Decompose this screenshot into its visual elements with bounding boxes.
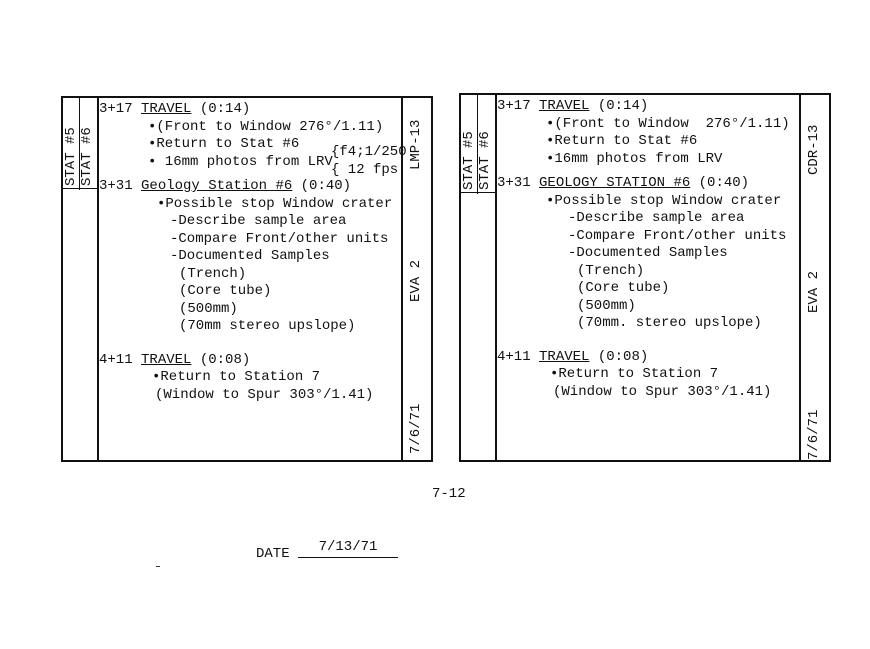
checklist-section: 4+11 TRAVEL (0:08)•Return to Station 7(W… <box>99 352 401 405</box>
checklist-section: 3+31 GEOLOGY STATION #6 (0:40)•Possible … <box>497 175 799 333</box>
checklist-content: 3+17 TRAVEL (0:14)•(Front to Window 276°… <box>497 98 799 408</box>
section-duration: (0:40) <box>292 178 352 194</box>
checklist-section: 3+31 Geology Station #6 (0:40)•Possible … <box>99 178 401 336</box>
photo-note-line: { 12 fps <box>331 161 399 178</box>
checklist-item: -Describe sample area <box>568 210 745 226</box>
elapsed-time: 3+31 <box>497 175 540 191</box>
checklist-item: -Compare Front/other units <box>170 230 389 247</box>
stat-6-label: STAT #6 <box>79 127 95 186</box>
checklist-item: (500mm) <box>179 300 238 317</box>
section-title: TRAVEL <box>539 98 590 114</box>
checklist-content: 3+17 TRAVEL (0:14)•(Front to Window 276°… <box>99 101 401 411</box>
section-title: TRAVEL <box>141 101 192 117</box>
checklist-item: (Core tube) <box>577 280 670 296</box>
checklist-item: (70mm. stereo upslope) <box>577 315 762 331</box>
section-title: Geology Station #6 <box>141 178 293 194</box>
section-duration: (0:40) <box>690 175 750 191</box>
date-label: DATE <box>256 546 290 562</box>
checklist-item: -Documented Samples <box>170 248 330 264</box>
crew-label: LMP-13 <box>408 119 424 170</box>
station-strip: STAT #5 STAT #6 <box>63 98 99 460</box>
checklist-item: •(Front to Window 276°/1.11) <box>148 118 384 135</box>
checklist-item: -Describe sample area <box>170 213 347 229</box>
checklist-item: -Compare Front/other units <box>568 227 787 244</box>
scan-mark <box>156 566 160 567</box>
elapsed-time: 3+17 <box>99 101 142 117</box>
eva-label: EVA 2 <box>806 270 822 313</box>
stat-5-label: STAT #5 <box>461 131 477 190</box>
section-title: TRAVEL <box>141 351 192 368</box>
checklist-section: 4+11 TRAVEL (0:08)•Return to Station 7(W… <box>497 349 799 402</box>
checklist-item: •Return to Station 7 <box>550 366 719 382</box>
checklist-card-cdr: STAT #5 STAT #6 3+17 TRAVEL (0:14)•(Fron… <box>459 93 831 462</box>
section-header: 3+31 Geology Station #6 (0:40) <box>99 178 401 196</box>
date-value: 7/13/71 <box>298 539 398 558</box>
section-header: 3+17 TRAVEL (0:14) <box>99 101 401 119</box>
checklist-item: (Trench) <box>577 262 645 279</box>
station-strip: STAT #5 STAT #6 <box>461 95 497 460</box>
photo-note-line: {f4;1/250 <box>331 144 407 160</box>
section-header: 4+11 TRAVEL (0:08) <box>497 349 799 367</box>
crew-label: CDR-13 <box>806 124 822 175</box>
checklist-item: •Possible stop Window crater <box>157 195 393 212</box>
checklist-item: (500mm) <box>577 297 636 314</box>
side-strip: CDR-13 EVA 2 7/6/71 <box>799 95 829 460</box>
section-title: TRAVEL <box>539 348 590 365</box>
stat-5-label: STAT #5 <box>63 127 79 186</box>
section-duration: (0:08) <box>191 351 251 368</box>
photo-settings-note: {f4;1/250{ 12 fps <box>331 144 407 179</box>
checklist-card-lmp: STAT #5 STAT #6 3+17 TRAVEL (0:14)•(Fron… <box>61 96 433 462</box>
checklist-item: •(Front to Window 276°/1.11) <box>546 115 790 132</box>
elapsed-time: 4+11 <box>99 351 142 368</box>
checklist-item: •Possible stop Window crater <box>546 192 782 209</box>
side-strip: LMP-13 EVA 2 7/6/71 <box>401 98 431 460</box>
section-header: 3+31 GEOLOGY STATION #6 (0:40) <box>497 175 799 193</box>
section-header: 3+17 TRAVEL (0:14) <box>497 98 799 116</box>
checklist-item: (Window to Spur 303°/1.41) <box>553 383 772 400</box>
revision-date-label: 7/6/71 <box>408 403 424 454</box>
checklist-item: •16mm photos from LRV <box>546 150 723 167</box>
checklist-item: (70mm stereo upslope) <box>179 318 356 334</box>
section-header: 4+11 TRAVEL (0:08) <box>99 352 401 370</box>
page-number: 7-12 <box>432 486 466 502</box>
section-duration: (0:14) <box>191 101 251 117</box>
stat-6-label: STAT #6 <box>477 131 493 190</box>
checklist-item: •Return to Stat #6 <box>546 133 698 149</box>
checklist-item: • 16mm photos from LRV <box>148 153 333 170</box>
checklist-section: 3+17 TRAVEL (0:14)•(Front to Window 276°… <box>99 101 401 171</box>
elapsed-time: 3+31 <box>99 178 142 194</box>
checklist-item: (Trench) <box>179 265 247 282</box>
section-duration: (0:08) <box>589 348 649 365</box>
checklist-item: (Core tube) <box>179 283 272 299</box>
checklist-section: 3+17 TRAVEL (0:14)•(Front to Window 276°… <box>497 98 799 168</box>
section-duration: (0:14) <box>589 98 649 114</box>
checklist-item: -Documented Samples <box>568 245 728 261</box>
elapsed-time: 3+17 <box>497 98 540 114</box>
eva-label: EVA 2 <box>408 259 424 302</box>
revision-date-label: 7/6/71 <box>806 409 822 460</box>
checklist-item: (Window to Spur 303°/1.41) <box>155 386 374 403</box>
checklist-item: •Return to Station 7 <box>152 369 321 385</box>
checklist-item: •Return to Stat #6 <box>148 136 300 152</box>
section-title: GEOLOGY STATION #6 <box>539 175 691 191</box>
elapsed-time: 4+11 <box>497 348 540 365</box>
